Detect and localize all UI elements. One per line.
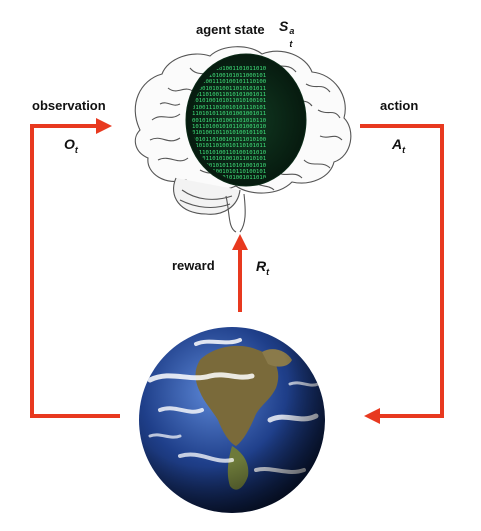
reward-symbol: Rt: [256, 258, 270, 277]
observation-arrow: [30, 124, 120, 418]
binary-code-text: 0011010101001101011010 10101101001010110…: [192, 66, 267, 182]
earth-globe-icon: [139, 327, 325, 513]
observation-symbol: Ot: [64, 136, 78, 155]
action-symbol: At: [392, 136, 406, 155]
action-arrow: [360, 124, 444, 418]
reward-arrowhead: [232, 234, 248, 250]
observation-label: observation: [32, 98, 106, 113]
observation-arrowhead: [96, 118, 112, 134]
action-label: action: [380, 98, 419, 113]
action-arrowhead: [364, 408, 380, 424]
agent-state-label: agent state: [196, 22, 265, 37]
binary-screen: [185, 53, 307, 187]
reward-label: reward: [172, 258, 215, 273]
